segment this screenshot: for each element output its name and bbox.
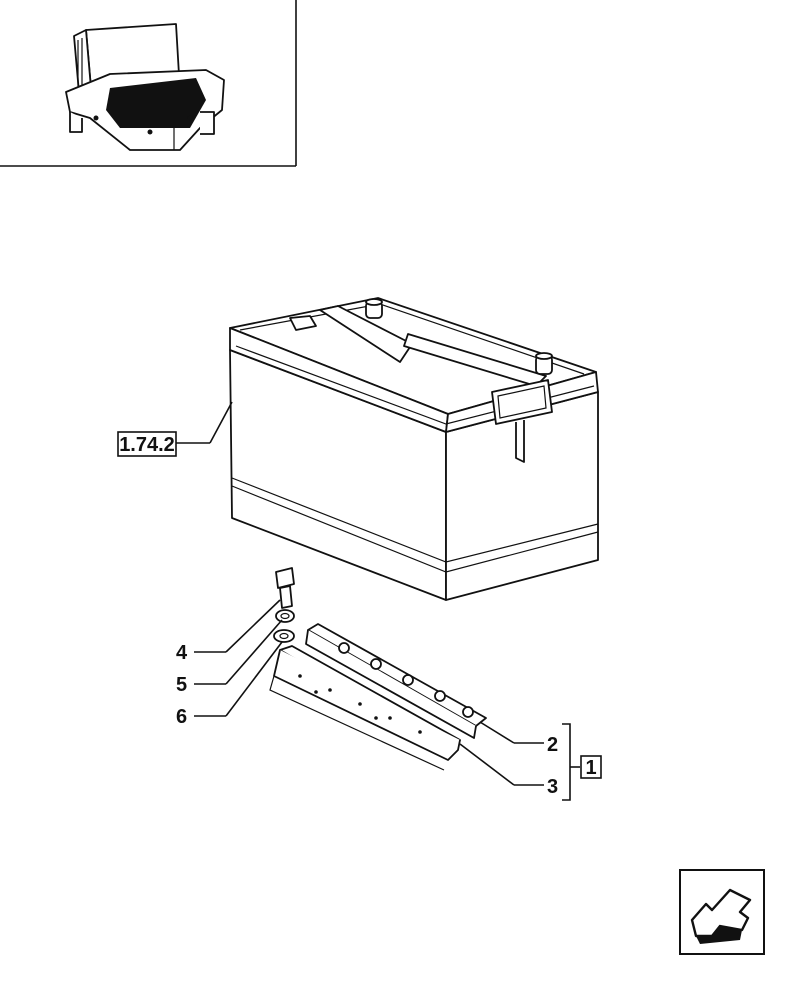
leader-lines [176,401,580,801]
callout-group-1[interactable]: 1 [580,755,602,779]
callout-ref-1-74-2[interactable]: 1.74.2 [117,431,177,457]
battery [229,297,599,601]
group-label: 1 [585,757,596,779]
base-plate [269,645,461,771]
callout-4: 4 [176,642,188,664]
callout-5: 5 [176,674,187,696]
callout-3: 3 [547,776,558,798]
callout-6: 6 [176,706,187,728]
callout-2: 2 [547,734,558,756]
battery-location-thumbnail [0,0,297,167]
previous-page-arrow-icon[interactable] [679,869,765,955]
bolt-and-washers [273,567,295,643]
ref-label: 1.74.2 [119,434,175,456]
support-bracket [305,623,487,739]
